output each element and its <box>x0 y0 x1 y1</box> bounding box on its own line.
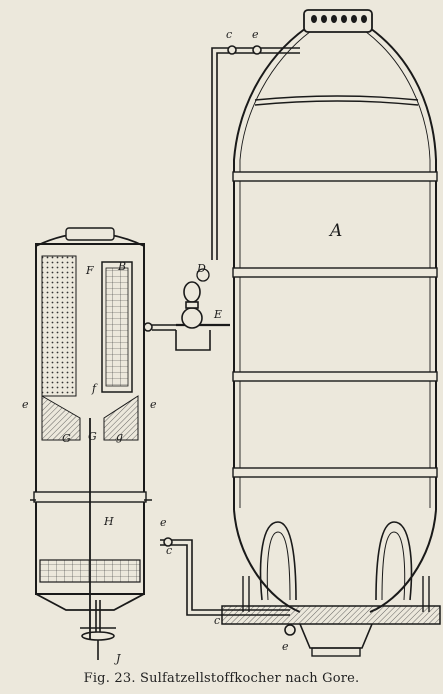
label-c-low: c <box>166 544 172 557</box>
label-b: B <box>117 260 126 273</box>
label-c-bottom: c <box>214 614 220 627</box>
label-h: H <box>103 515 114 528</box>
label-e: E <box>213 308 222 321</box>
label-e-mid: e <box>150 398 157 411</box>
labels: A B D E F f c e e e e c c e G G H g J <box>22 28 342 665</box>
label-g-center: G <box>88 430 97 443</box>
label-a: A <box>328 221 342 241</box>
label-j: J <box>114 652 121 665</box>
label-e-left: e <box>22 398 29 411</box>
label-g-left: G <box>62 432 71 445</box>
manhole-openings <box>311 15 367 23</box>
label-e-bottom: e <box>282 640 289 653</box>
label-d: D <box>196 262 206 275</box>
piping <box>80 45 300 660</box>
figure-caption: Fig. 23. Sulfatzellstoffkocher nach Gore… <box>83 671 360 686</box>
label-f-top: F <box>85 264 94 277</box>
label-g-small: g <box>116 430 123 443</box>
label-c-top: c <box>226 28 232 41</box>
vessel-bands <box>232 95 438 478</box>
digester-vessel-a <box>221 9 441 657</box>
left-kettle <box>30 227 152 640</box>
label-e-top: e <box>252 28 259 41</box>
label-e-low: e <box>160 516 167 529</box>
label-f-mid: f <box>91 382 98 395</box>
